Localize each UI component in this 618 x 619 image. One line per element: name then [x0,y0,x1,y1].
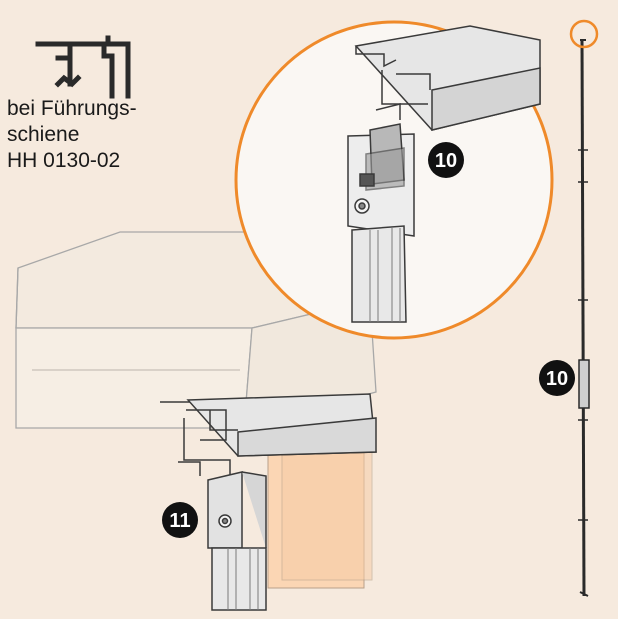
glass-panel-back [281,439,373,581]
detail-guide-rail [354,25,541,131]
guide-rail-profile-icon [35,35,131,99]
callout-10-detail-label: 10 [435,150,457,172]
callout-11-lower: 11 [162,502,198,538]
caption-line-1: bei Führungs- [7,97,137,120]
lower-guide-rail [160,393,377,476]
caption-line-3: HH 0130-02 [7,149,121,172]
detail-lock-bar [347,123,415,323]
side-lock-rod [578,39,590,597]
guide-rail-caption: bei Führungs- schiene HH 0130-02 [7,96,137,174]
caption-line-2: schiene [7,123,80,146]
rod-top-highlight [569,19,599,49]
callout-10-detail: 10 [428,142,464,178]
callout-10-side: 10 [539,360,575,396]
callout-10-side-label: 10 [546,368,568,390]
lower-lock-bar [207,471,267,611]
callout-11-lower-label: 11 [169,510,190,532]
